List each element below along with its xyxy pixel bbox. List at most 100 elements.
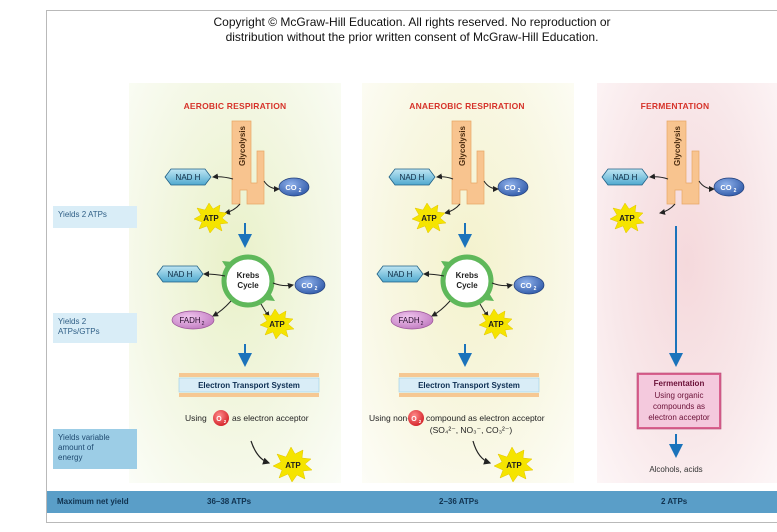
aerobic-atp-1-label: ATP	[203, 214, 219, 223]
anaerobic-arrow-to-atp-3	[472, 440, 492, 465]
aerobic-atp-1: ATP	[193, 202, 229, 234]
anaerobic-nadh-1: NAD H	[388, 168, 436, 186]
aerobic-nadh-1: NAD H	[164, 168, 212, 186]
anaerobic-arrow-krebs-to-fadh	[431, 300, 451, 317]
copyright-line-2: distribution without the prior written c…	[225, 30, 599, 44]
anaerobic-atp-2: ATP	[478, 308, 514, 340]
aerobic-glycolysis-shape	[231, 120, 265, 205]
anaerobic-arrow-to-nadh	[436, 173, 454, 180]
aerobic-co2-2-label: CO	[301, 281, 312, 290]
anaerobic-yield: 2–36 ATPs	[439, 497, 479, 506]
anaerobic-atp-3-label: ATP	[506, 461, 522, 470]
copyright-notice: Copyright © McGraw-Hill Education. All r…	[47, 15, 777, 45]
anaerobic-krebs-line2: Cycle	[456, 281, 478, 290]
anaerobic-atp-1-label: ATP	[421, 214, 437, 223]
anaerobic-atp-2-label: ATP	[488, 320, 504, 329]
aerobic-atp-2-label: ATP	[269, 320, 285, 329]
side-yields-2-atps-text: Yields 2 ATPs	[58, 210, 107, 219]
fermentation-box: Fermentation Using organic compounds as …	[636, 372, 722, 430]
aerobic-title: AEROBIC RESPIRATION	[183, 101, 287, 111]
aerobic-atp-3-label: ATP	[285, 461, 301, 470]
anaerobic-arrow-to-atp-1	[444, 203, 461, 215]
figure-frame: Copyright © McGraw-Hill Education. All r…	[46, 10, 777, 523]
aerobic-krebs-cycle: Krebs Cycle	[221, 254, 275, 308]
fermentation-yield: 2 ATPs	[661, 497, 688, 506]
anaerobic-arrow-krebs-to-nadh	[423, 271, 445, 278]
side-yields-atps-gtps-line1: Yields 2	[58, 317, 87, 326]
anaerobic-acceptor-suffix: compound as electron acceptor	[426, 413, 545, 423]
fermentation-nadh: NAD H	[601, 168, 649, 186]
side-yields-variable-line3: energy	[58, 453, 83, 462]
max-yield-label: Maximum net yield	[57, 497, 129, 506]
fermentation-glycolysis-label: Glycolysis	[673, 125, 682, 166]
anaerobic-fadh-label: FADH	[398, 316, 420, 325]
fermentation-box-line3: electron acceptor	[648, 413, 710, 422]
aerobic-acceptor-suffix: as electron acceptor	[232, 413, 309, 423]
fermentation-arrow-to-atp	[659, 203, 676, 215]
anaerobic-acceptor: Using non- O 2 compound as electron acce…	[369, 410, 545, 435]
anaerobic-ets: Electron Transport System	[398, 373, 540, 397]
copyright-line-1: Copyright © McGraw-Hill Education. All r…	[213, 15, 611, 29]
anaerobic-o2-label: O	[411, 416, 417, 423]
side-yields-variable: Yields variable amount of energy	[53, 429, 137, 469]
fermentation-title: FERMENTATION	[640, 101, 710, 111]
svg-text:2: 2	[315, 286, 318, 292]
aerobic-ets: Electron Transport System	[178, 373, 320, 397]
anaerobic-glycolysis-shape	[451, 120, 485, 205]
fermentation-arrow-to-co2	[698, 180, 715, 192]
aerobic-co2-1-label: CO	[285, 183, 296, 192]
fermentation-box-line2: compounds as	[653, 402, 705, 411]
anaerobic-co2-2-label: CO	[520, 281, 531, 290]
fermentation-glycolysis-group: Glycolysis	[666, 120, 700, 205]
fermentation-atp: ATP	[609, 202, 645, 234]
svg-text:2: 2	[299, 188, 302, 194]
anaerobic-glycolysis-label: Glycolysis	[458, 125, 467, 166]
pathway-diagram: Glycolysis NAD H CO 2 ATP Krebs Cycle	[156, 120, 745, 483]
svg-text:2: 2	[534, 286, 537, 292]
aerobic-co2-1: CO 2	[278, 177, 310, 197]
aerobic-fadh: FADH 2	[171, 310, 215, 330]
anaerobic-title: ANAEROBIC RESPIRATION	[409, 101, 525, 111]
anaerobic-ets-label: Electron Transport System	[418, 381, 520, 390]
anaerobic-acceptor-prefix: Using non-	[369, 413, 410, 423]
anaerobic-co2-1-label: CO	[504, 183, 515, 192]
aerobic-glycolysis-label: Glycolysis	[238, 125, 247, 166]
max-yield-bar	[47, 491, 777, 513]
aerobic-arrow-krebs-to-nadh	[203, 271, 226, 278]
fermentation-atp-label: ATP	[619, 214, 635, 223]
aerobic-nadh-2: NAD H	[156, 265, 204, 283]
anaerobic-glycolysis-group: Glycolysis	[451, 120, 485, 205]
aerobic-co2-2: CO 2	[294, 275, 326, 295]
svg-text:2: 2	[518, 188, 521, 194]
aerobic-nadh-2-label: NAD H	[168, 270, 193, 279]
svg-text:2: 2	[734, 188, 737, 194]
aerobic-acceptor-prefix: Using	[185, 413, 207, 423]
aerobic-arrow-to-nadh	[212, 173, 234, 180]
anaerobic-atp-1: ATP	[411, 202, 447, 234]
fermentation-box-line1: Using organic	[655, 391, 704, 400]
side-yields-2-atps: Yields 2 ATPs	[53, 206, 137, 228]
anaerobic-nadh-1-label: NAD H	[400, 173, 425, 182]
side-yields-variable-line2: amount of	[58, 443, 94, 452]
side-yields-atps-gtps-line2: ATPs/GTPs	[58, 327, 100, 336]
aerobic-arrow-krebs-to-co2	[272, 282, 294, 289]
fermentation-nadh-label: NAD H	[613, 173, 638, 182]
aerobic-yield: 36–38 ATPs	[207, 497, 252, 506]
aerobic-arrow-to-atp-1	[224, 203, 241, 215]
anaerobic-co2-1: CO 2	[497, 177, 529, 197]
aerobic-fadh-label: FADH	[179, 316, 201, 325]
aerobic-ets-label: Electron Transport System	[198, 381, 300, 390]
svg-text:2: 2	[419, 419, 422, 424]
fermentation-products: Alcohols, acids	[649, 465, 702, 474]
anaerobic-krebs-line1: Krebs	[456, 271, 479, 280]
aerobic-krebs-line1: Krebs	[237, 271, 260, 280]
aerobic-o2-label: O	[216, 416, 222, 423]
anaerobic-arrow-krebs-to-co2	[491, 282, 513, 289]
anaerobic-arrow-to-co2	[483, 180, 499, 192]
anaerobic-krebs-cycle: Krebs Cycle	[440, 254, 494, 308]
aerobic-krebs-line2: Cycle	[237, 281, 259, 290]
aerobic-atp-3: ATP	[272, 446, 313, 483]
fermentation-glycolysis-shape	[666, 120, 700, 205]
fermentation-co2: CO 2	[713, 177, 745, 197]
anaerobic-fadh: FADH 2	[390, 310, 434, 330]
